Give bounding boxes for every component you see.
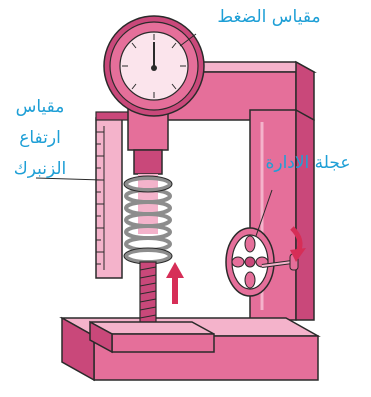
spring-height-gauge-label: مقياس ارتفاع الزنبرك [2,92,78,185]
pressure-gauge-dial-icon [104,16,204,116]
spring-icon [124,174,172,264]
pressure-gauge-label: مقياس الضغط [194,6,344,28]
spring-height-gauge-label-line-1: مقياس [2,92,78,123]
up-arrow-icon [166,262,184,304]
threaded-rod [140,262,156,330]
handwheel-label: عجلة الادارة [248,152,368,174]
spring-height-gauge-label-line-3: الزنبرك [2,154,78,185]
spring-height-gauge-label-line-2: ارتفاع [2,123,78,154]
platform-block [90,322,214,352]
